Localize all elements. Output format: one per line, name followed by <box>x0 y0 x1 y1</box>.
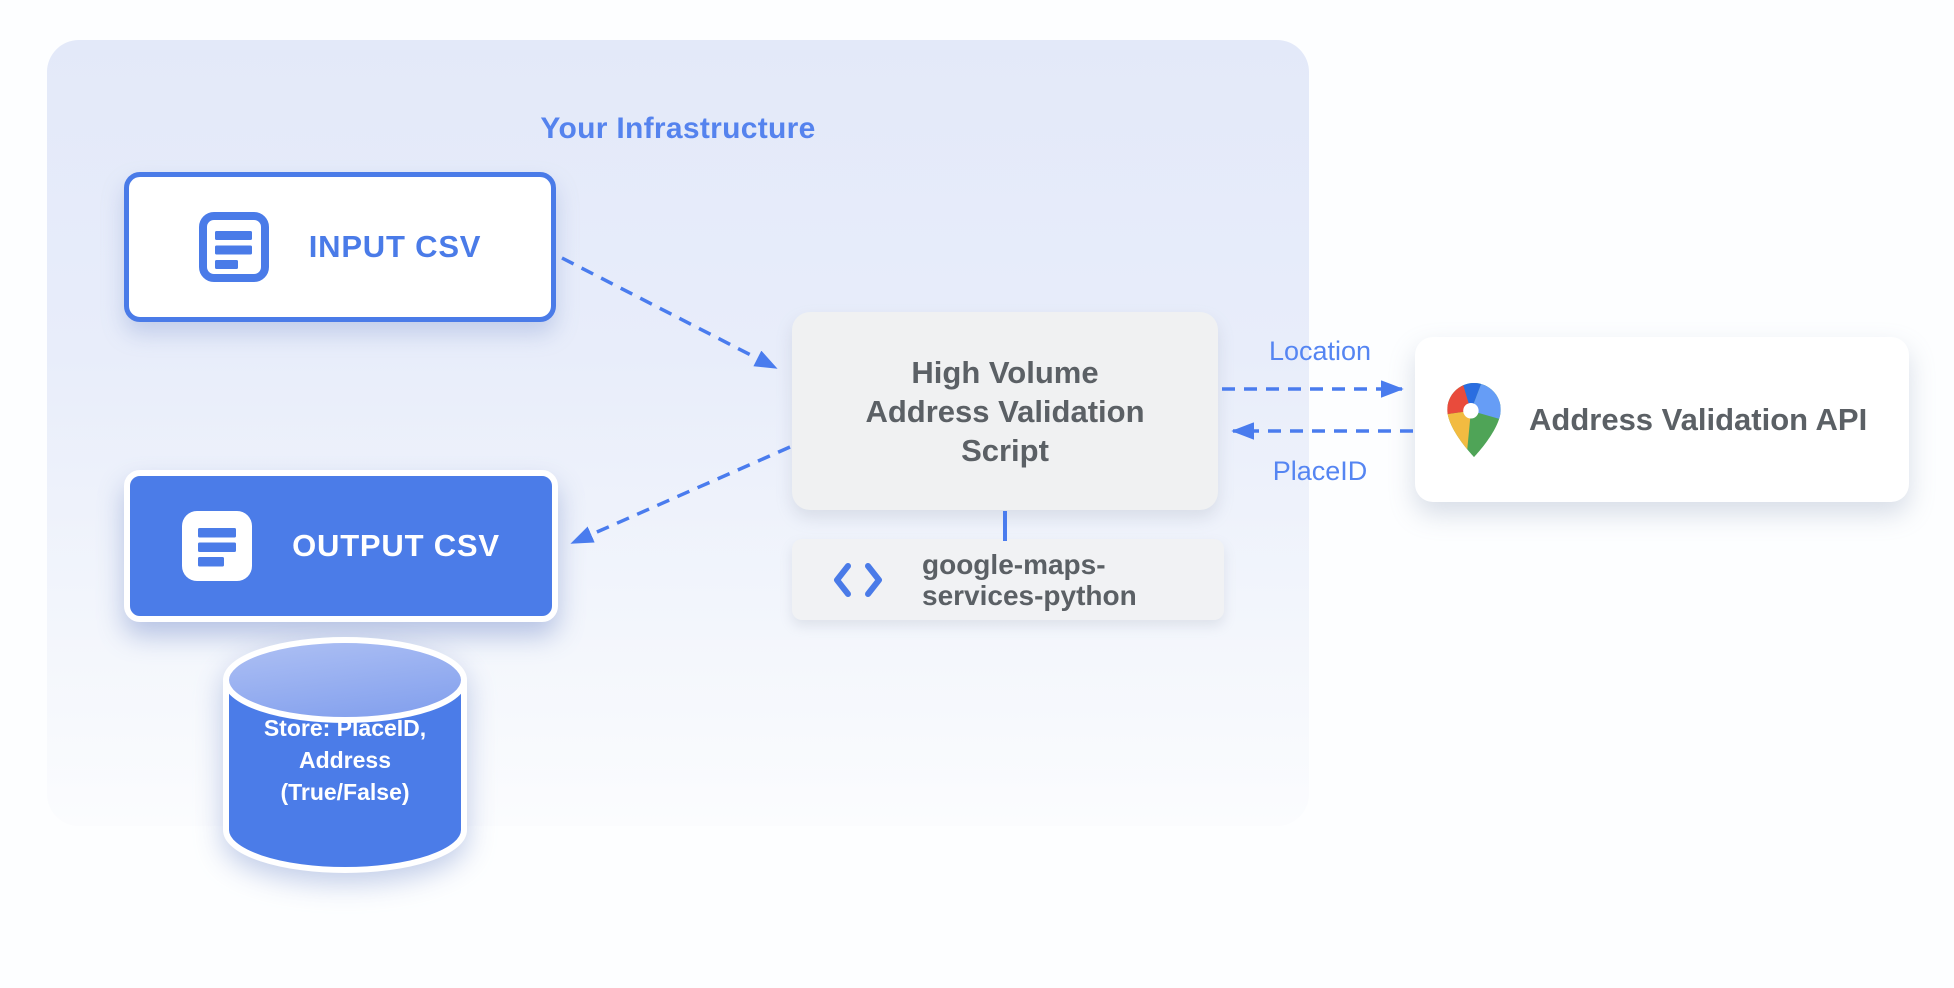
node-input-csv: INPUT CSV <box>124 172 556 322</box>
csv-document-icon <box>198 212 269 282</box>
node-api: Address Validation API <box>1415 337 1909 502</box>
script-label-line: High Volume <box>911 354 1099 390</box>
output-csv-label: OUTPUT CSV <box>292 528 500 563</box>
input-csv-label: INPUT CSV <box>308 229 482 264</box>
edge-label-location: Location <box>1268 336 1372 366</box>
script-label-line: Address Validation <box>865 393 1145 429</box>
database-cylinder-icon <box>223 637 467 873</box>
library-label: google-maps- services-python <box>922 549 1137 611</box>
node-datastore <box>216 630 474 886</box>
datastore-label: Store: PlaceID, Address (True/False) <box>216 712 474 808</box>
node-output-csv: OUTPUT CSV <box>124 470 558 622</box>
datastore-line: Address <box>298 747 392 773</box>
google-maps-pin-icon <box>1447 382 1501 457</box>
script-label-line: Script <box>961 432 1049 468</box>
panel-title: Your Infrastructure <box>540 112 816 145</box>
code-icon <box>834 562 882 597</box>
edge-label-placeid: PlaceID <box>1272 456 1368 486</box>
node-library: google-maps- services-python <box>792 539 1224 620</box>
library-label-line: google-maps- <box>922 548 1106 580</box>
library-label-line: services-python <box>922 579 1137 611</box>
csv-document-icon <box>182 511 253 581</box>
datastore-line: (True/False) <box>280 779 410 805</box>
node-script: High Volume Address Validation Script <box>792 312 1218 510</box>
api-label: Address Validation API <box>1529 401 1868 437</box>
datastore-line: Store: PlaceID, <box>263 715 427 741</box>
